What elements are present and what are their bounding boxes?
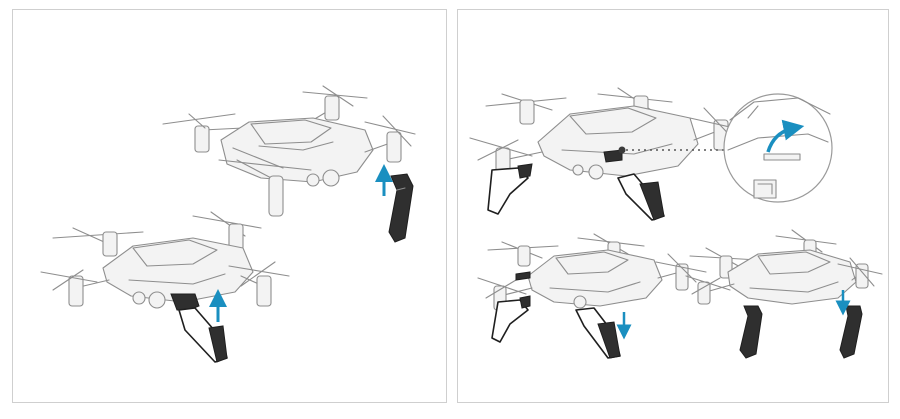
drone-upper: [162, 85, 416, 243]
drone-top: [469, 87, 753, 221]
landing-gear-part: [739, 305, 763, 359]
drone-bottom-right: [685, 229, 883, 359]
drone-lower: [40, 211, 290, 363]
panel-remove-landing-gear: [457, 9, 889, 403]
release-button-dot: [618, 146, 626, 154]
attach-illustration: [40, 85, 416, 363]
panel-attach-landing-gear: [12, 9, 447, 403]
landing-gear-part: [388, 173, 414, 243]
remove-illustration: [469, 87, 883, 359]
rotate-arrow-icon: [766, 119, 805, 153]
drone-bottom-left: [477, 233, 707, 359]
zoom-inset: [723, 93, 833, 203]
landing-gear-part: [839, 305, 863, 359]
